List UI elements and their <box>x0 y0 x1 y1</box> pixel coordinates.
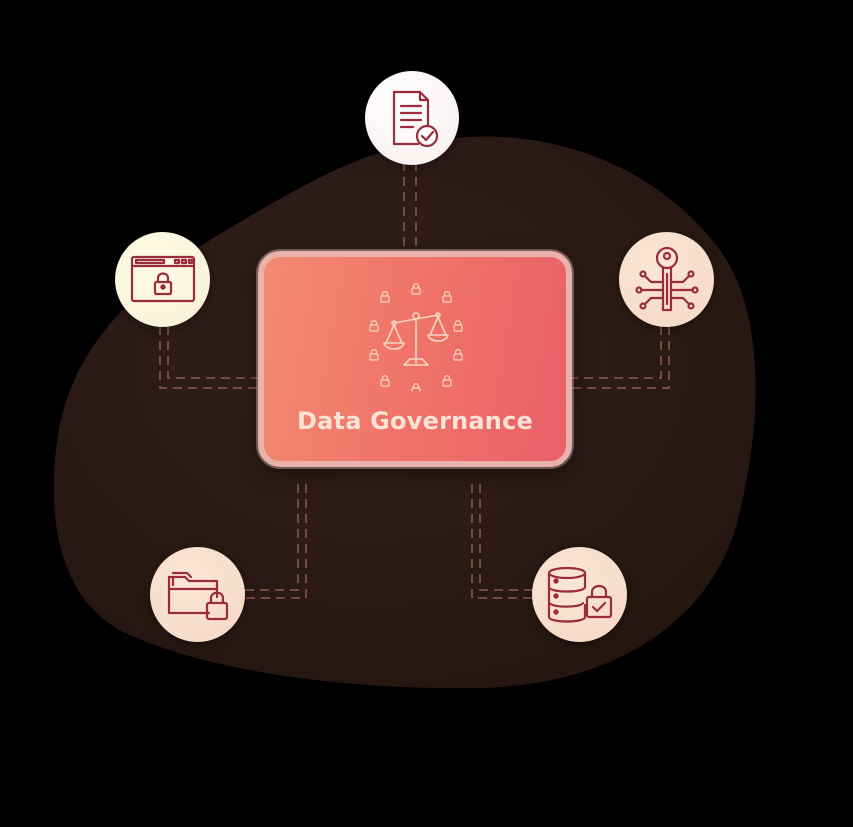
browser-lock-icon <box>130 255 195 302</box>
database-lock-node <box>532 547 627 642</box>
connector-left <box>159 326 258 389</box>
connector-bottom-left <box>244 484 307 599</box>
folder-lock-node <box>150 547 245 642</box>
diagram-title: Data Governance <box>297 407 533 435</box>
document-check-icon <box>392 90 439 148</box>
document-check-node <box>365 71 459 165</box>
data-governance-card: Data Governance <box>258 251 572 467</box>
scale-of-justice-icon <box>369 283 463 391</box>
scale-body <box>383 312 449 366</box>
connector-bottom-right <box>471 484 534 599</box>
database-lock-icon <box>547 566 612 623</box>
connector-lines <box>159 162 670 599</box>
connector-top <box>403 162 417 258</box>
connector-right <box>572 326 670 389</box>
key-circuit-icon <box>634 246 699 311</box>
browser-lock-node <box>115 232 210 327</box>
folder-lock-icon <box>167 571 228 620</box>
key-circuit-node <box>619 232 714 327</box>
padlock-ring <box>369 283 463 391</box>
